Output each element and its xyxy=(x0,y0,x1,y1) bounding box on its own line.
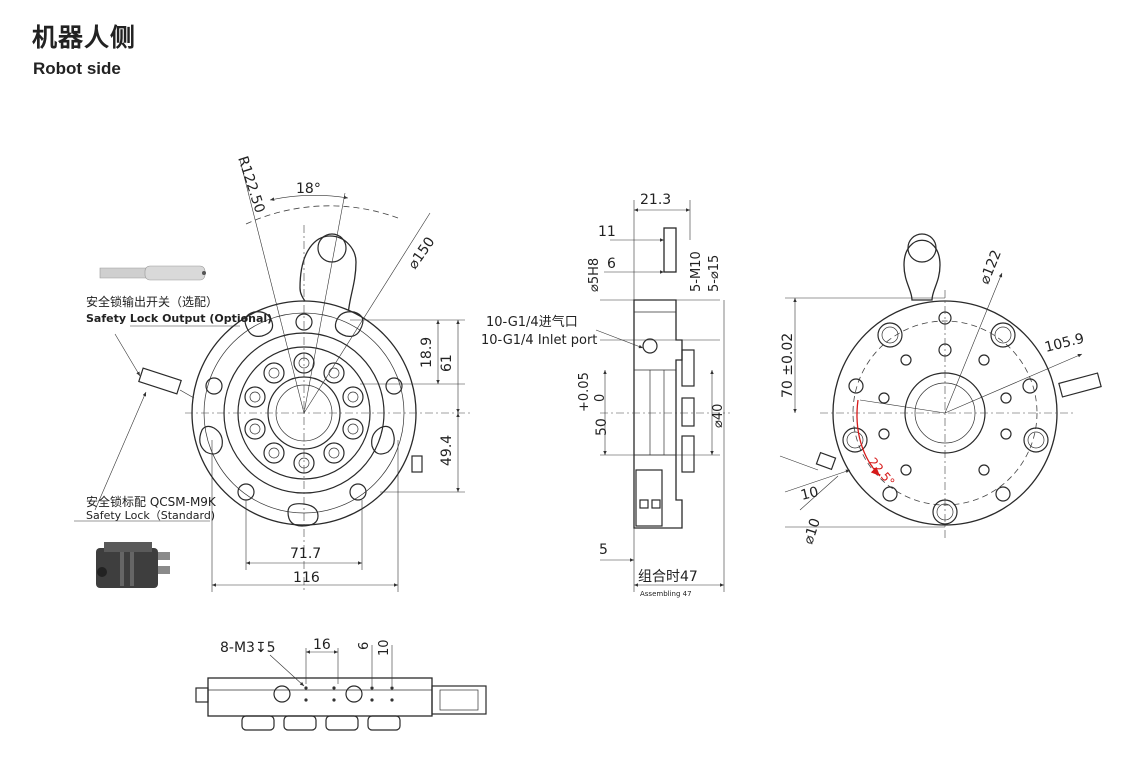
safety-std-label-en: Safety Lock（Standard) xyxy=(86,509,215,522)
safety-output-label-en: Safety Lock Output (Optional) xyxy=(86,312,272,325)
side-dim-21-3: 21.3 xyxy=(640,192,671,208)
bottom-dim-10: 10 xyxy=(377,639,392,656)
side-dim-6: 6 xyxy=(607,256,616,272)
safety-output-sensor-image xyxy=(99,265,206,281)
back-dim-d122: ⌀122 xyxy=(977,248,1005,287)
front-dim-61: 61 xyxy=(439,354,455,372)
side-dim-5h8: ⌀5H8 xyxy=(587,258,602,292)
front-sensor xyxy=(138,367,195,399)
side-dim-5-d15: 5-⌀15 xyxy=(707,255,722,292)
side-dim-11: 11 xyxy=(598,224,616,240)
side-tol-zero: 0 xyxy=(593,394,608,402)
bottom-view xyxy=(195,645,487,731)
safety-output-label-cn: 安全锁输出开关（选配） xyxy=(86,294,218,309)
back-view xyxy=(779,233,1102,540)
side-dim-50: 50 xyxy=(594,418,610,436)
side-view xyxy=(595,200,730,592)
assembling-label-en: Assembling 47 xyxy=(640,590,692,598)
safety-std-label-cn: 安全锁标配 QCSM-M9K xyxy=(86,494,217,509)
safety-lock-standard-image xyxy=(96,542,170,588)
front-dim-18-9: 18.9 xyxy=(419,337,435,368)
back-dim-105-9: 105.9 xyxy=(1043,331,1086,356)
bottom-dim-16: 16 xyxy=(313,637,331,653)
side-dim-d40: ⌀40 xyxy=(711,404,726,428)
side-dim-5-m10: 5-M10 xyxy=(689,251,704,292)
back-dim-10: 10 xyxy=(799,484,820,504)
side-tol-plus: +0.05 xyxy=(577,372,592,412)
front-radius-label: R122.50 xyxy=(234,154,267,215)
page-title-cn: 机器人侧 xyxy=(32,23,137,52)
front-dim-116: 116 xyxy=(293,570,320,586)
front-view xyxy=(185,159,470,592)
page-title-en: Robot side xyxy=(33,59,121,78)
bottom-dim-8-m3: 8-M3↧5 xyxy=(220,640,276,656)
front-dim-71-7: 71.7 xyxy=(290,546,321,562)
back-dim-70: 70 ±0.02 xyxy=(780,333,796,398)
bottom-dim-6: 6 xyxy=(357,642,372,650)
front-dia-label: ⌀150 xyxy=(405,234,438,272)
inlet-label-cn: 10-G1/4进气口 xyxy=(486,314,578,330)
back-dim-d10: ⌀10 xyxy=(801,516,824,546)
front-dim-49-4: 49.4 xyxy=(439,435,455,466)
assembling-label-cn: 组合时47 xyxy=(638,569,698,585)
inlet-label-en: 10-G1/4 Inlet port xyxy=(481,333,597,348)
front-angle-label: 18° xyxy=(296,181,321,197)
side-dim-5: 5 xyxy=(599,542,608,558)
